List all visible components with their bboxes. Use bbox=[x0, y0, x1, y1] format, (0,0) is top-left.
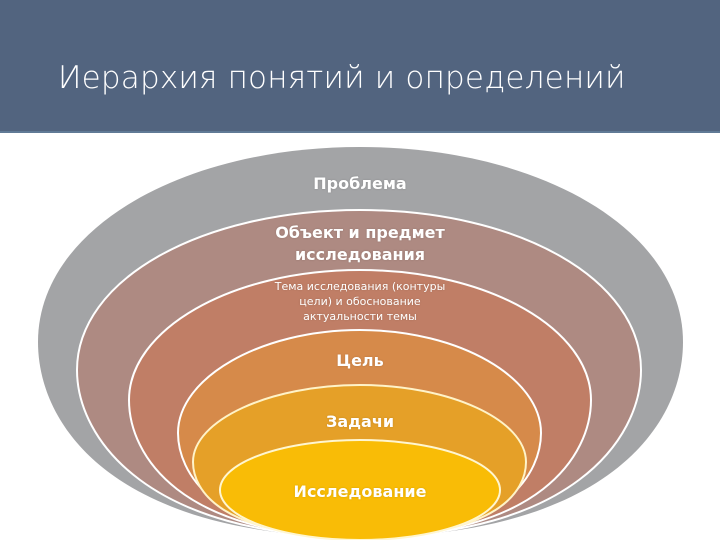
ellipse-research bbox=[219, 439, 501, 540]
label-research-text: Исследование bbox=[293, 482, 427, 501]
label-goal: Цель bbox=[336, 351, 384, 370]
label-tasks: Задачи bbox=[326, 412, 394, 431]
header-divider bbox=[0, 131, 720, 133]
label-object-subject-line1: Объект и предмет bbox=[275, 223, 445, 242]
label-research-topic-line2: цели) и обоснование bbox=[299, 295, 421, 308]
label-tasks-text: Задачи bbox=[325, 412, 395, 431]
label-problem: Проблема bbox=[313, 174, 406, 193]
slide-header bbox=[0, 0, 720, 132]
label-problem-text: Проблема bbox=[313, 174, 407, 193]
label-goal-text: Цель bbox=[336, 351, 384, 370]
slide-title: Иерархия понятий и определений bbox=[58, 60, 626, 96]
label-research-topic: Тема исследования (контуры цели) и обосн… bbox=[275, 279, 446, 324]
label-research-topic-line1: Тема исследования (контуры bbox=[274, 280, 446, 293]
label-research-topic-line3: актуальности темы bbox=[303, 310, 417, 323]
label-object-subject-line2: исследования bbox=[294, 245, 426, 264]
label-research: Исследование bbox=[294, 482, 427, 501]
label-object-subject: Объект и предмет исследования bbox=[275, 222, 445, 266]
